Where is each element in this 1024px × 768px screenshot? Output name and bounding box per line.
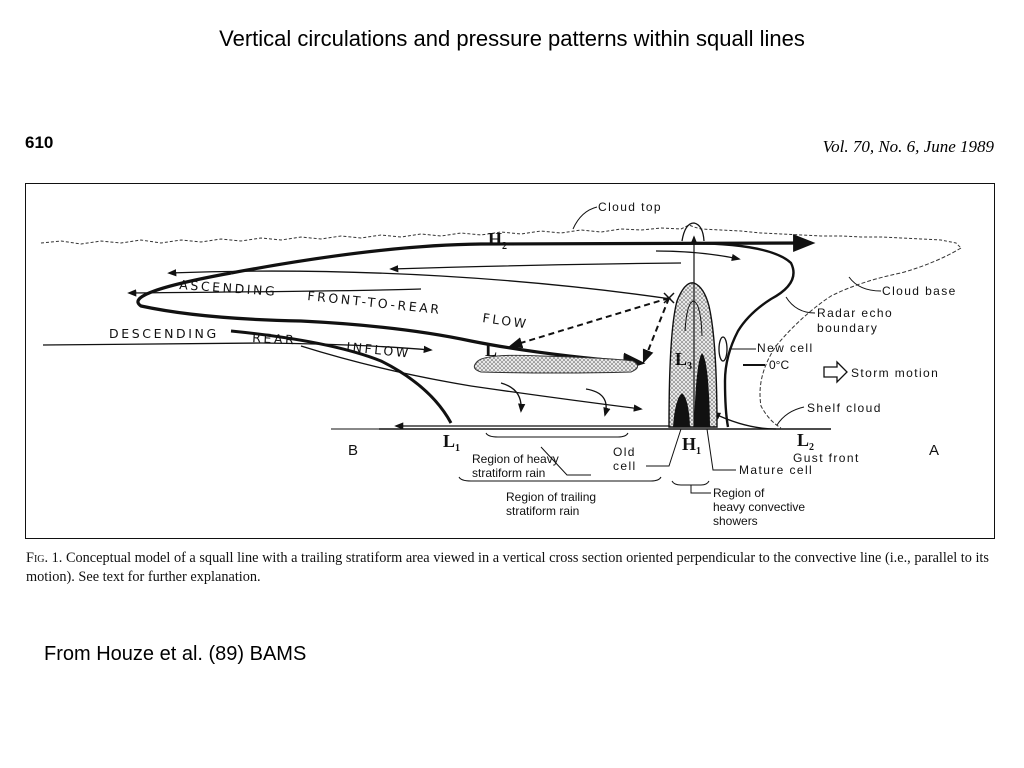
inflow-from-front-arrow xyxy=(711,412,777,430)
storm-motion-label: Storm motion xyxy=(851,366,939,380)
cloud-top-leader xyxy=(572,206,598,230)
point-b-label: B xyxy=(348,442,358,459)
ascending-label-3: FLOW xyxy=(482,310,530,331)
descending-label-3: INFLOW xyxy=(346,339,412,361)
cloud-base-label: Cloud base xyxy=(882,284,957,298)
cloud-base-outline xyxy=(759,247,962,429)
storm-motion-arrow-icon xyxy=(823,360,848,384)
pressure-h2: H2 xyxy=(488,229,507,252)
heavy-strat-label-1: Region of heavy xyxy=(472,452,559,466)
upper-rear-arrow xyxy=(389,262,682,273)
pressure-l1: L1 xyxy=(443,431,460,454)
zero-c-label: 0°C xyxy=(769,358,789,372)
dashed-trajectory-1 xyxy=(508,297,670,349)
new-cell-echo xyxy=(718,336,728,362)
mature-cell-echo xyxy=(694,353,710,427)
downdraft-arrow-1 xyxy=(500,382,526,413)
gust-front-label: Gust front xyxy=(793,451,860,465)
flow-loop-left xyxy=(136,271,646,371)
pressure-h1: H1 xyxy=(682,434,701,457)
shelf-cloud-label: Shelf cloud xyxy=(807,401,882,415)
downdraft-arrow-2 xyxy=(585,388,611,417)
shelf-cloud-leader xyxy=(776,406,805,426)
old-cell-label-2: cell xyxy=(613,459,637,473)
descending-label-2: REAR xyxy=(252,330,297,347)
old-cell-label-1: Old xyxy=(613,445,636,459)
pressure-l2: L2 xyxy=(797,430,814,453)
trailing-strat-label-2: stratiform rain xyxy=(506,504,579,518)
squall-line-diagram: Cloud top Cloud base Radar echo boundary… xyxy=(25,183,995,539)
h2-envelope-right xyxy=(690,241,795,428)
radar-echo-leader xyxy=(785,296,816,314)
point-a-label: A xyxy=(929,442,939,459)
old-cell-echo xyxy=(673,393,690,427)
slide-title: Vertical circulations and pressure patte… xyxy=(219,26,805,51)
heavy-strat-leader xyxy=(540,446,591,476)
trajectory-origin-x xyxy=(663,292,675,304)
ascending-label-2: FRONT-TO-REAR xyxy=(307,288,443,317)
mature-cell-leader xyxy=(706,428,736,471)
mid-level-arrow xyxy=(127,288,422,297)
cloud-top-label: Cloud top xyxy=(598,200,662,214)
caption-text: Conceptual model of a squall line with a… xyxy=(26,550,989,585)
rear-inflow-arrow xyxy=(42,342,433,354)
pressure-l-mid: L xyxy=(485,340,497,360)
pressure-l3: L3 xyxy=(675,349,692,372)
journal-citation: Vol. 70, No. 6, June 1989 xyxy=(822,137,994,156)
rear-inflow-lower-arrow xyxy=(300,345,643,412)
ascending-flow-arrow xyxy=(167,269,672,300)
convective-region-leader xyxy=(690,485,711,494)
heavy-strat-label-2: stratiform rain xyxy=(472,466,545,480)
bracket-convective xyxy=(671,480,710,486)
overshooting-top xyxy=(681,222,705,242)
diagram-canvas: Cloud top Cloud base Radar echo boundary… xyxy=(40,200,962,528)
new-cell-label: New cell xyxy=(757,341,814,355)
melting-band xyxy=(473,354,638,374)
page-number: 610 xyxy=(25,133,54,152)
bracket-heavy-stratiform xyxy=(485,432,629,438)
trailing-strat-label-1: Region of trailing xyxy=(506,490,596,504)
descending-label-1: DESCENDING xyxy=(109,326,219,341)
caption-fig-label: Fig. 1. xyxy=(26,550,63,566)
l1-pressure-line xyxy=(230,329,453,424)
dashed-trajectory-2 xyxy=(642,297,670,364)
h2-ascending-flow-line xyxy=(230,234,816,275)
heavy-conv-label-3: showers xyxy=(713,514,758,528)
radar-echo-label-2: boundary xyxy=(817,321,878,335)
ascending-label-1: ASCENDING xyxy=(179,277,278,299)
mature-cell-label: Mature cell xyxy=(739,463,813,477)
bracket-trailing-stratiform xyxy=(458,476,662,482)
old-cell-leader xyxy=(646,428,682,467)
source-citation: From Houze et al. (89) BAMS xyxy=(44,643,307,665)
radar-echo-label-1: Radar echo xyxy=(817,306,893,320)
heavy-conv-label-1: Region of xyxy=(713,486,765,500)
cloud-base-leader xyxy=(848,276,882,292)
upper-curl-arrow xyxy=(655,250,741,262)
figure-caption: Fig. 1. Conceptual model of a squall lin… xyxy=(26,549,998,587)
heavy-conv-label-2: heavy convective xyxy=(713,500,805,514)
